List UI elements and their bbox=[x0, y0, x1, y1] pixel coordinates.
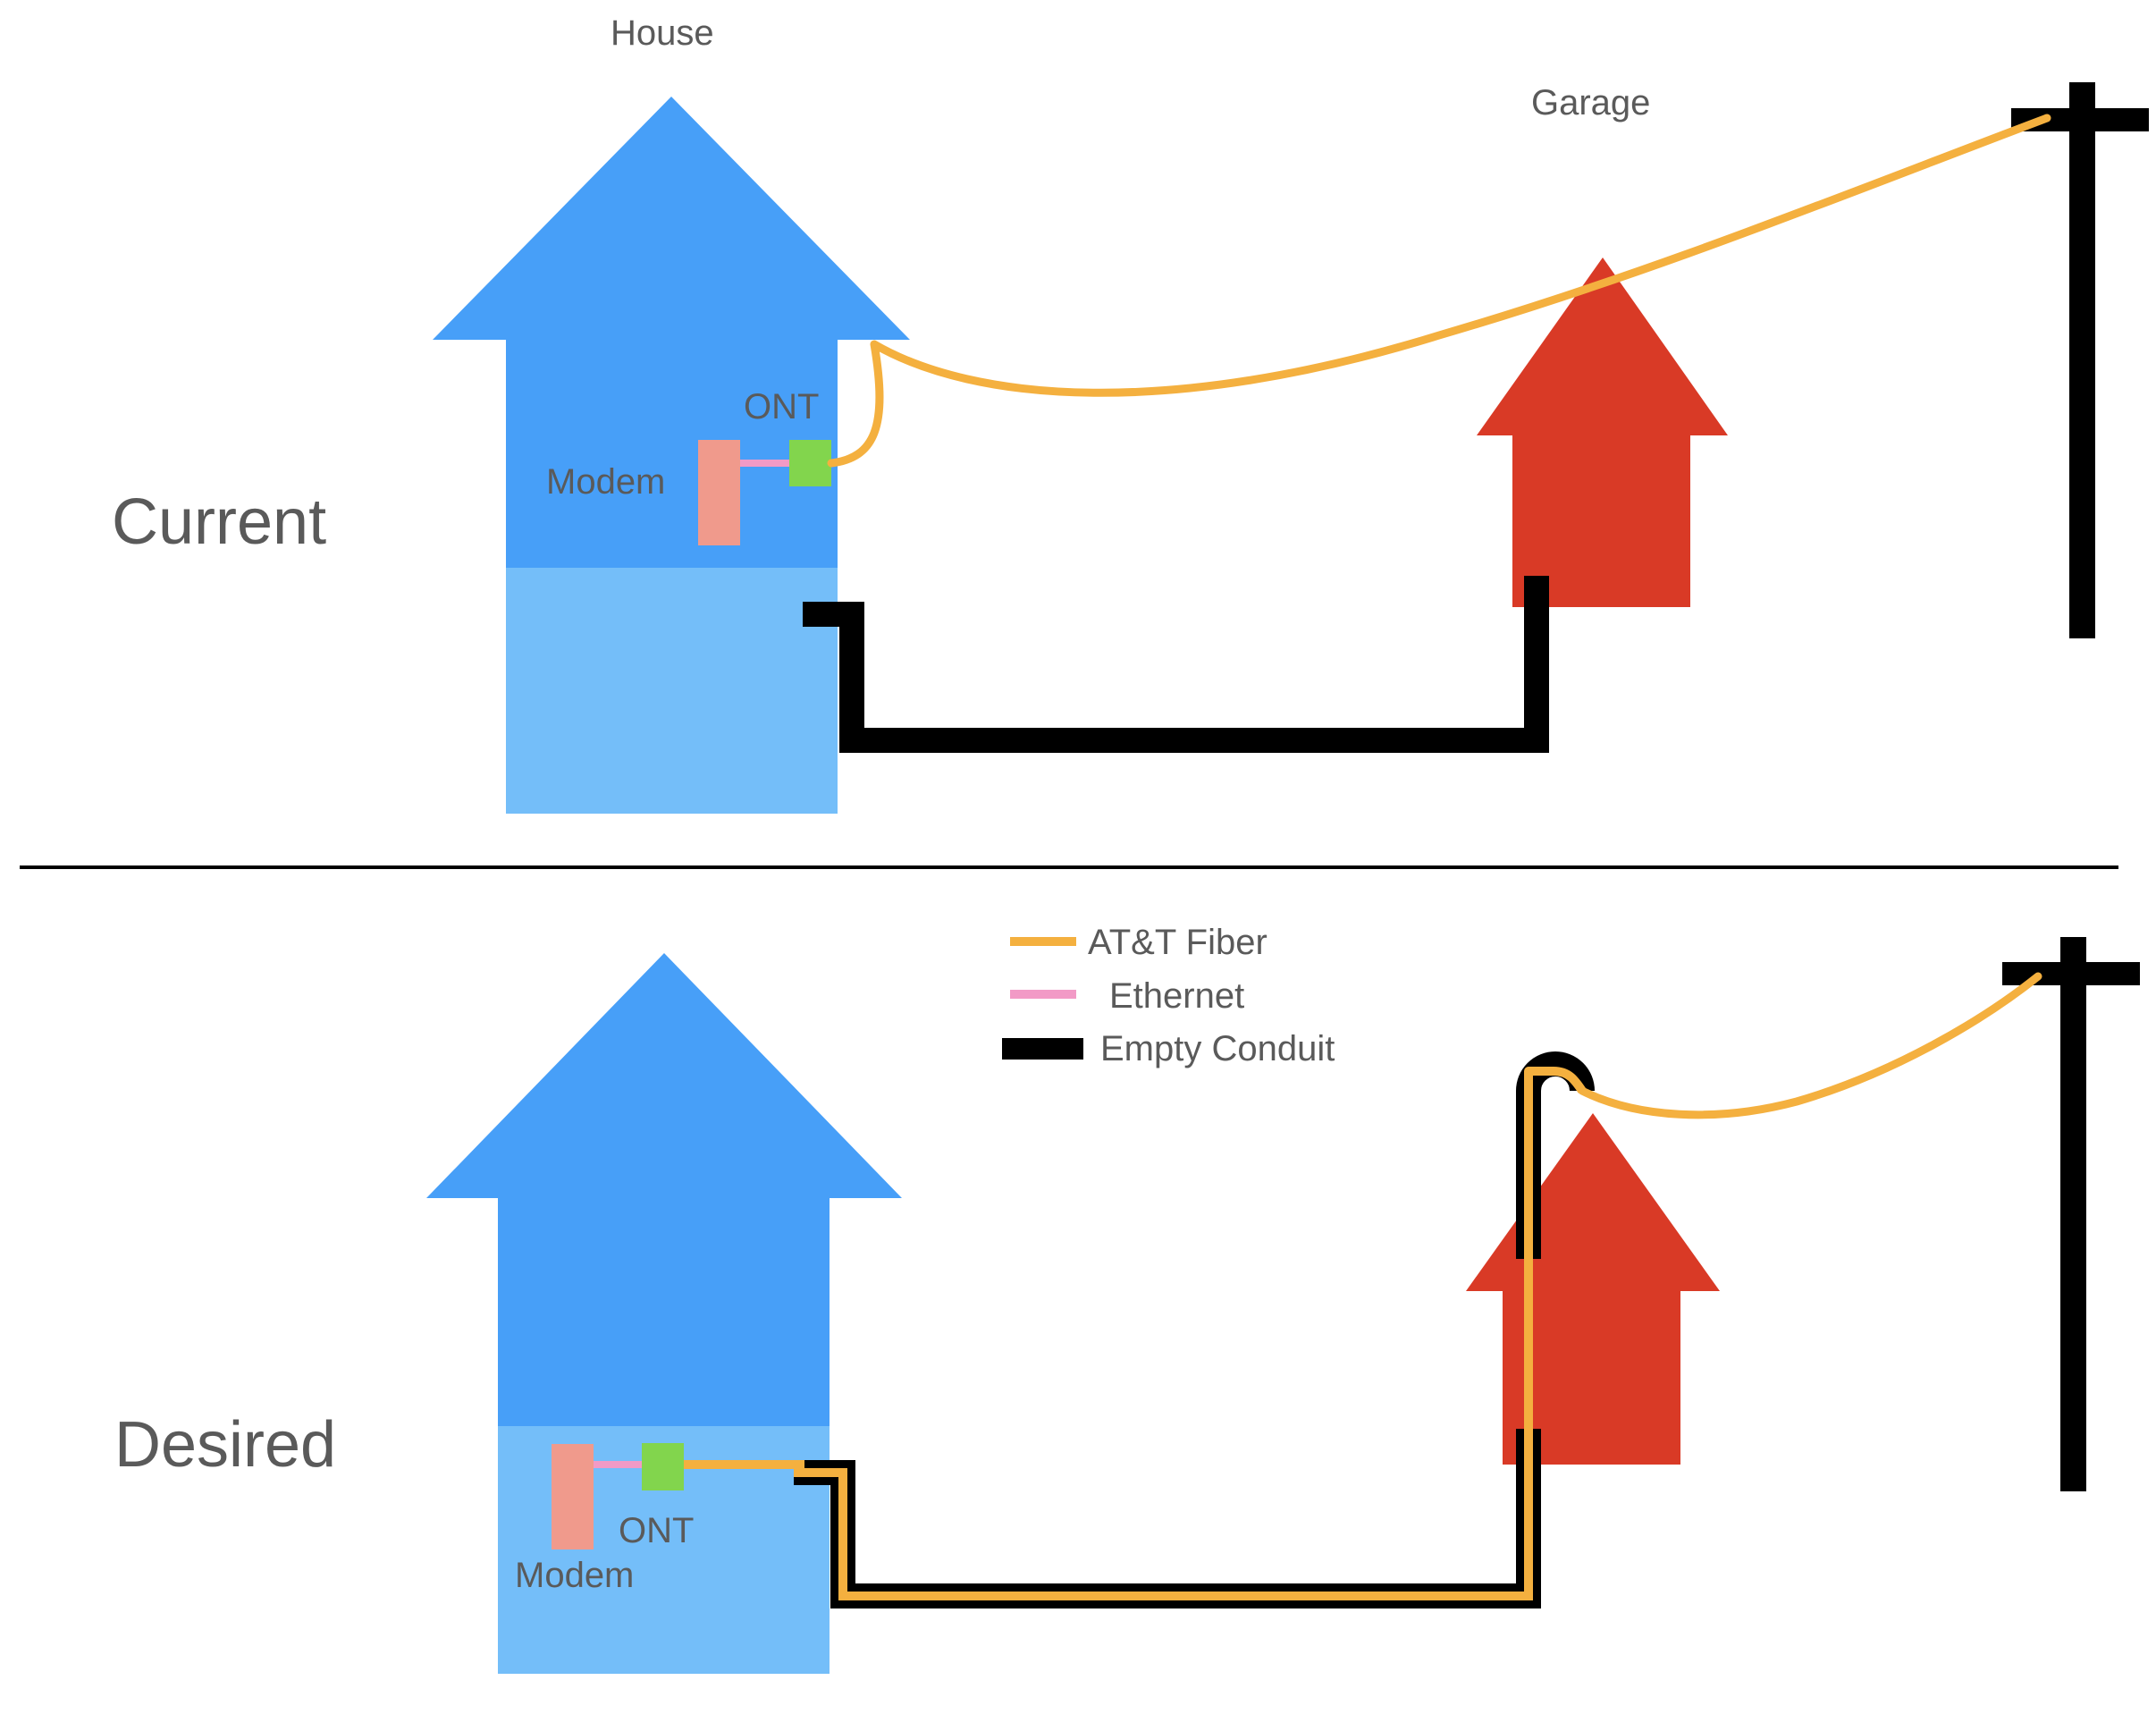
desired-section: Desired AT&T Fiber Ethernet Empty Condui… bbox=[114, 923, 2140, 1674]
desired-label: Desired bbox=[114, 1409, 336, 1481]
utility-pole-bottom bbox=[2002, 937, 2140, 1491]
house-label: House bbox=[611, 13, 714, 53]
garage-label: Garage bbox=[1531, 83, 1650, 122]
house-bottom-upper-floor bbox=[498, 1196, 830, 1428]
fiber-bottom-aerial bbox=[1578, 972, 2042, 1119]
empty-conduit-top bbox=[803, 576, 1549, 753]
conduit-bottom-inner bbox=[794, 1429, 1533, 1600]
fiber-riser bbox=[1524, 1067, 1587, 1429]
garage-top-roof bbox=[1477, 258, 1728, 435]
current-section: Current House Garage ONT Modem bbox=[112, 13, 2149, 814]
garage-bottom bbox=[1466, 1113, 1720, 1465]
house-top-upper-floor bbox=[506, 338, 838, 570]
garage-bottom-roof bbox=[1466, 1113, 1720, 1291]
ont-bottom bbox=[642, 1443, 684, 1490]
house-top-basement bbox=[506, 568, 838, 814]
ont-top-label: ONT bbox=[744, 387, 819, 426]
modem-bottom-label: Modem bbox=[515, 1556, 634, 1595]
conduit-bottom-outer bbox=[794, 1429, 1541, 1608]
modem-top bbox=[698, 440, 740, 545]
legend: AT&T Fiber Ethernet Empty Conduit bbox=[1002, 923, 1335, 1068]
ont-top bbox=[789, 440, 831, 486]
legend-ethernet-label: Ethernet bbox=[1109, 976, 1244, 1016]
legend-conduit-label: Empty Conduit bbox=[1100, 1029, 1335, 1068]
house-top-roof bbox=[433, 97, 910, 340]
current-label: Current bbox=[112, 486, 326, 558]
ont-bottom-label: ONT bbox=[619, 1511, 694, 1550]
house-top bbox=[433, 97, 910, 814]
house-bottom-roof bbox=[426, 953, 902, 1198]
fiber-top bbox=[827, 114, 2051, 468]
legend-fiber-label: AT&T Fiber bbox=[1088, 923, 1267, 962]
modem-top-label: Modem bbox=[546, 462, 665, 502]
utility-pole-top bbox=[2011, 82, 2149, 638]
modem-bottom bbox=[552, 1444, 594, 1549]
